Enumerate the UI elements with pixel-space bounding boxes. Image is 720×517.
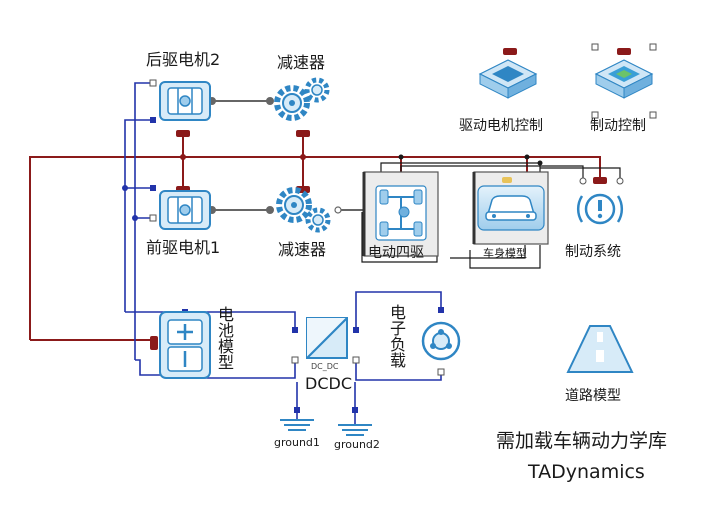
gear-icon[interactable] — [274, 77, 330, 121]
body-model-label: 车身模型 — [483, 247, 527, 260]
dcdc-converter-icon[interactable] — [306, 317, 348, 359]
controller-icon[interactable] — [478, 59, 538, 99]
road-model-label: 道路模型 — [565, 388, 621, 404]
reducer-top-label: 减速器 — [277, 53, 326, 72]
electric-awd-label: 电动四驱 — [368, 245, 424, 261]
motor-icon[interactable] — [159, 190, 211, 230]
caption-line1: 需加载车辆动力学库 — [496, 430, 668, 452]
road-icon[interactable] — [566, 325, 634, 373]
car-icon[interactable] — [472, 171, 549, 245]
reducer-bottom-label: 减速器 — [278, 240, 327, 259]
chassis-icon[interactable] — [362, 171, 439, 257]
electronic-load-icon[interactable] — [421, 321, 461, 361]
brake-control-label: 制动控制 — [590, 118, 646, 134]
ground-icon — [280, 419, 314, 431]
ground2-label: ground2 — [334, 438, 380, 451]
electronic-load-label: 电子负载 — [387, 304, 406, 368]
motor-control-label: 驱动电机控制 — [459, 118, 543, 134]
ground1-label: ground1 — [274, 436, 320, 449]
brake-system-label: 制动系统 — [565, 244, 621, 260]
battery-icon[interactable] — [159, 311, 211, 379]
signal-wires — [361, 162, 621, 269]
rear-motor-label: 后驱电机2 — [146, 50, 221, 69]
blue-power-wires — [124, 82, 442, 425]
gear-icon[interactable] — [276, 187, 331, 233]
brake-warning-icon[interactable] — [577, 177, 624, 225]
signal-nodes — [398, 154, 543, 166]
caption-line2: TADynamics — [528, 461, 645, 483]
battery-model-label: 电池模型 — [215, 306, 234, 370]
controller-icon[interactable] — [594, 59, 654, 99]
motor-icon[interactable] — [159, 81, 211, 121]
front-motor-label: 前驱电机1 — [146, 238, 221, 257]
dcdc-label: DCDC — [305, 374, 352, 393]
dcdc-small-label: DC_DC — [311, 362, 339, 371]
ground-icon — [338, 424, 372, 436]
